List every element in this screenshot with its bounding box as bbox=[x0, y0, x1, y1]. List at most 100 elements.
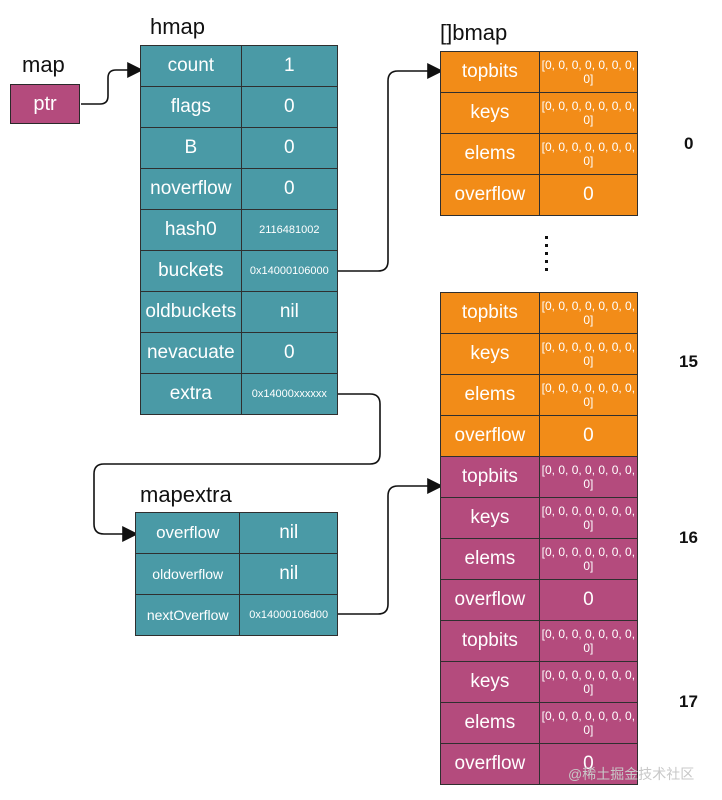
table-row: topbits[0, 0, 0, 0, 0, 0, 0, 0] bbox=[440, 620, 639, 662]
field-name: overflow bbox=[440, 415, 540, 457]
ellipsis-dots bbox=[545, 236, 549, 276]
field-name: elems bbox=[440, 702, 540, 744]
field-name: overflow bbox=[440, 174, 540, 216]
field-value: [0, 0, 0, 0, 0, 0, 0, 0] bbox=[538, 333, 639, 375]
table-row: elems[0, 0, 0, 0, 0, 0, 0, 0] bbox=[440, 133, 639, 175]
table-row: topbits[0, 0, 0, 0, 0, 0, 0, 0] bbox=[440, 292, 639, 334]
field-value: 0 bbox=[538, 415, 639, 457]
bmap-bucket-15: topbits[0, 0, 0, 0, 0, 0, 0, 0]keys[0, 0… bbox=[440, 292, 639, 457]
field-name: noverflow bbox=[140, 168, 242, 210]
bmap-bucket-17: topbits[0, 0, 0, 0, 0, 0, 0, 0]keys[0, 0… bbox=[440, 620, 639, 785]
field-name: overflow bbox=[440, 743, 540, 785]
field-name: overflow bbox=[440, 579, 540, 621]
table-row: topbits[0, 0, 0, 0, 0, 0, 0, 0] bbox=[440, 51, 639, 93]
field-value: [0, 0, 0, 0, 0, 0, 0, 0] bbox=[538, 92, 639, 134]
map-label: map bbox=[22, 52, 65, 77]
field-name: keys bbox=[440, 497, 540, 539]
field-value: [0, 0, 0, 0, 0, 0, 0, 0] bbox=[538, 51, 639, 93]
table-row: keys[0, 0, 0, 0, 0, 0, 0, 0] bbox=[440, 92, 639, 134]
field-name: hash0 bbox=[140, 209, 242, 251]
arrow-nextoverflow-to-bmap16 bbox=[338, 478, 444, 615]
arrow-extra-to-mapextra bbox=[93, 393, 381, 542]
field-value: 0 bbox=[240, 332, 339, 374]
field-value: 0 bbox=[538, 743, 639, 785]
table-row: keys[0, 0, 0, 0, 0, 0, 0, 0] bbox=[440, 661, 639, 703]
field-name: topbits bbox=[440, 51, 540, 93]
field-value: 0 bbox=[538, 579, 639, 621]
field-value: 0 bbox=[240, 127, 339, 169]
table-row: elems[0, 0, 0, 0, 0, 0, 0, 0] bbox=[440, 538, 639, 580]
field-name: overflow bbox=[134, 512, 241, 554]
field-name: topbits bbox=[440, 456, 540, 498]
field-value: [0, 0, 0, 0, 0, 0, 0, 0] bbox=[538, 497, 639, 539]
field-value: 0x14000106d00 bbox=[239, 594, 338, 636]
table-row: keys[0, 0, 0, 0, 0, 0, 0, 0] bbox=[440, 333, 639, 375]
bmap-bucket-0: topbits[0, 0, 0, 0, 0, 0, 0, 0]keys[0, 0… bbox=[440, 51, 639, 216]
field-value: nil bbox=[240, 291, 339, 333]
field-name: elems bbox=[440, 538, 540, 580]
field-name: keys bbox=[440, 333, 540, 375]
bmap-bucket-16: topbits[0, 0, 0, 0, 0, 0, 0, 0]keys[0, 0… bbox=[440, 456, 639, 621]
field-name: nevacuate bbox=[140, 332, 242, 374]
field-value: 0x14000xxxxxx bbox=[240, 373, 339, 415]
bucket-index-17: 17 bbox=[679, 692, 698, 711]
field-value: 2116481002 bbox=[240, 209, 339, 251]
field-name: count bbox=[140, 45, 242, 87]
field-value: 0 bbox=[538, 174, 639, 216]
arrow-ptr-to-hmap bbox=[81, 62, 144, 105]
table-row: elems[0, 0, 0, 0, 0, 0, 0, 0] bbox=[440, 702, 639, 744]
field-name: oldbuckets bbox=[140, 291, 242, 333]
table-row: elems[0, 0, 0, 0, 0, 0, 0, 0] bbox=[440, 374, 639, 416]
field-value: 0 bbox=[240, 86, 339, 128]
field-value: [0, 0, 0, 0, 0, 0, 0, 0] bbox=[538, 661, 639, 703]
field-name: topbits bbox=[440, 292, 540, 334]
field-value: nil bbox=[239, 553, 338, 595]
arrow-buckets-to-bmap bbox=[338, 63, 444, 272]
field-value: 1 bbox=[240, 45, 339, 87]
field-name: buckets bbox=[140, 250, 242, 292]
field-value: [0, 0, 0, 0, 0, 0, 0, 0] bbox=[538, 374, 639, 416]
field-value: [0, 0, 0, 0, 0, 0, 0, 0] bbox=[538, 456, 639, 498]
bucket-index-0: 0 bbox=[684, 134, 694, 153]
field-name: elems bbox=[440, 133, 540, 175]
field-value: [0, 0, 0, 0, 0, 0, 0, 0] bbox=[538, 538, 639, 580]
field-name: B bbox=[140, 127, 242, 169]
bucket-index-15: 15 bbox=[679, 352, 698, 371]
field-name: nextOverflow bbox=[134, 594, 241, 636]
mapextra-title: mapextra bbox=[140, 482, 232, 507]
field-value: [0, 0, 0, 0, 0, 0, 0, 0] bbox=[538, 702, 639, 744]
hmap-title: hmap bbox=[150, 14, 206, 39]
watermark: @稀土掘金技术社区 bbox=[568, 766, 695, 782]
field-value: 0 bbox=[240, 168, 339, 210]
table-row: topbits[0, 0, 0, 0, 0, 0, 0, 0] bbox=[440, 456, 639, 498]
field-name: topbits bbox=[440, 620, 540, 662]
field-value: 0x14000106000 bbox=[240, 250, 339, 292]
field-value: [0, 0, 0, 0, 0, 0, 0, 0] bbox=[538, 620, 639, 662]
field-name: elems bbox=[440, 374, 540, 416]
field-name: keys bbox=[440, 661, 540, 703]
field-name: oldoverflow bbox=[134, 553, 241, 595]
field-name: keys bbox=[440, 92, 540, 134]
ptr-box: ptr bbox=[10, 84, 80, 124]
field-value: [0, 0, 0, 0, 0, 0, 0, 0] bbox=[538, 292, 639, 334]
field-value: [0, 0, 0, 0, 0, 0, 0, 0] bbox=[538, 133, 639, 175]
